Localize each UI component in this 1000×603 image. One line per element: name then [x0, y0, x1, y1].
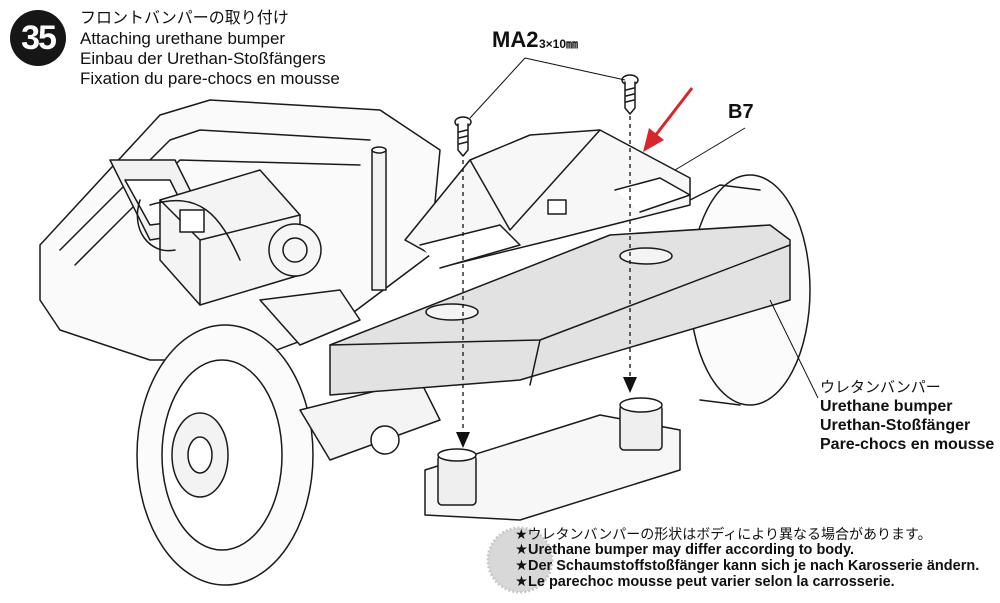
title-fr: Fixation du pare-chocs en mousse [80, 69, 340, 88]
notes-burst [486, 526, 554, 594]
title-de: Einbau der Urethan-Stoßfängers [80, 49, 326, 68]
notes-block: ★ウレタンバンパーの形状はボディにより異なる場合があります。 ★Urethane… [515, 526, 979, 590]
screw-left [454, 116, 472, 157]
bumper-label-en: Urethane bumper [820, 398, 953, 415]
note-jp: ★ウレタンバンパーの形状はボディにより異なる場合があります。 [515, 526, 932, 542]
screw-size-label: 3×10㎜ [539, 37, 579, 51]
title-en: Attaching urethane bumper [80, 29, 286, 48]
step-number: 35 [21, 18, 57, 57]
bumper-lower-plate [424, 414, 681, 521]
note-fr: ★Le parechoc mousse peut varier selon la… [515, 574, 895, 590]
urethane-bumper [329, 224, 791, 396]
screw-code-label: MA2 [492, 27, 539, 52]
step-title: フロントバンパーの取り付け Attaching urethane bumper … [80, 9, 340, 89]
bumper-label-jp: ウレタンバンパー [820, 379, 941, 396]
bumper-label-de: Urethan-Stoßfänger [820, 417, 971, 434]
title-jp: フロントバンパーの取り付け [80, 10, 289, 27]
screw-right [621, 74, 639, 115]
step-number-badge: 35 [10, 10, 66, 66]
part-b7-label: B7 [728, 101, 754, 123]
red-indicator-arrow [643, 87, 694, 152]
note-en: ★Urethane bumper may differ according to… [515, 542, 855, 558]
body-post [371, 149, 387, 291]
note-de: ★Der Schaumstoffstoßfänger kann sich je … [515, 558, 980, 574]
bumper-label-fr: Pare-chocs en mousse [820, 436, 995, 453]
bumper-callout: ウレタンバンパー Urethane bumper Urethan-Stoßfän… [820, 378, 994, 454]
